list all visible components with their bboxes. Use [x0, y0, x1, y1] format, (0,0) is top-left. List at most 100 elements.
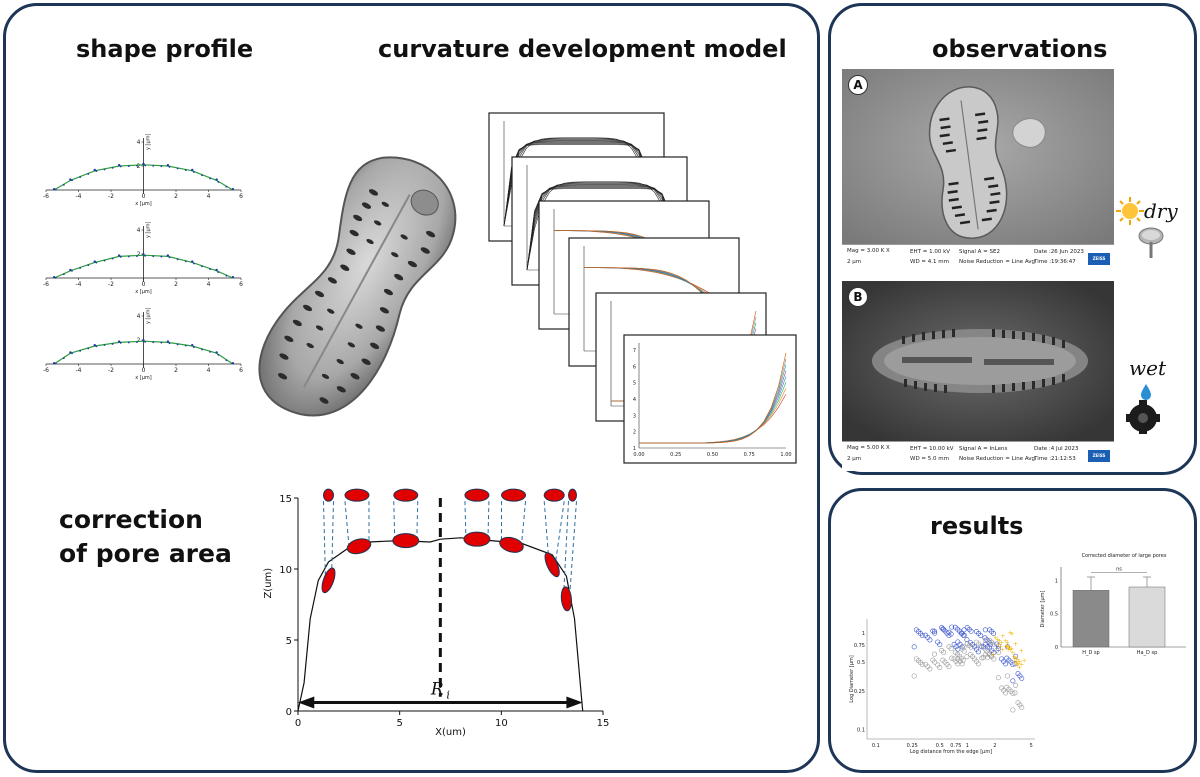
profile-point [176, 167, 179, 170]
scatter-point [939, 648, 945, 654]
profile-point [127, 255, 130, 258]
sem-a-mag: Mag = 3.00 K X [847, 248, 890, 254]
zeiss-logo: ZEISS [1088, 450, 1110, 462]
x-axis-label: x [µm] [135, 289, 152, 295]
scatter-x-tick-label: 0.1 [872, 743, 880, 749]
profile-point [103, 259, 106, 262]
curvature-series-line [503, 137, 655, 227]
profile-point [176, 343, 179, 346]
scatter-point [996, 643, 1002, 649]
radius-arrow-head-left [298, 696, 315, 709]
pore-x-tick-label: 5 [396, 718, 402, 729]
surface-pore [560, 586, 572, 612]
scatter-point [1013, 682, 1019, 688]
curvature-series-line [526, 185, 678, 271]
scatter-point: + [1019, 648, 1024, 655]
scatter-point [973, 658, 979, 664]
y-tick-label: 2 [137, 163, 141, 170]
profile-point [191, 168, 194, 172]
profile-point [93, 344, 96, 347]
projection-line [416, 501, 419, 541]
scatter-point [949, 624, 955, 630]
profile-point [192, 262, 195, 265]
profile-point [52, 188, 56, 191]
projected-pore [501, 488, 527, 502]
x-tick-label: 6 [239, 193, 243, 200]
curvature-y-tick-label: 2 [633, 430, 636, 436]
scatter-point [960, 657, 966, 663]
profile-point [62, 357, 65, 360]
scatter-point: + [1004, 643, 1009, 650]
profile-point [136, 341, 138, 344]
bar-y-axis-label: Diameter [µm] [1040, 591, 1046, 628]
scatter-point [931, 651, 937, 657]
bar [1128, 586, 1166, 648]
scatter-point [941, 649, 947, 655]
curvature-series-line [526, 187, 678, 271]
scatter-x-tick-label: 0.25 [907, 743, 918, 749]
pore-x-tick-label: 15 [597, 718, 610, 729]
scatter-point [1010, 707, 1016, 713]
sem-a-eht: EHT = 1.00 kV [910, 249, 951, 255]
profile-point [168, 342, 171, 345]
scatter-point: + [1012, 656, 1017, 663]
scatter-point: + [1017, 665, 1022, 672]
scatter-point [996, 649, 1002, 655]
profile-point [119, 256, 122, 258]
profile-point [54, 188, 57, 191]
profile-point [127, 341, 130, 344]
observations-title: observations [932, 35, 1108, 63]
profile-point [127, 165, 130, 168]
profile-point [119, 342, 122, 344]
profile-point [119, 165, 122, 168]
sem-b-time: Time :21:12:53 [1034, 456, 1076, 462]
sem-b-noise: Noise Reduction = Line Avg [959, 456, 1036, 462]
scatter-point: + [1004, 644, 1009, 651]
scatter-y-tick-label: 1 [862, 631, 865, 637]
scatter-point: + [997, 638, 1002, 645]
y-axis-label: y [µm] [146, 221, 152, 238]
sem-b-mag: Mag = 5.00 K X [847, 445, 890, 451]
x-axis-label: x [µm] [135, 375, 152, 381]
water-drop-icon [1141, 384, 1151, 400]
scatter-point: + [1017, 659, 1022, 666]
sem-a-wd: WD = 4.1 mm [910, 259, 949, 265]
curvature-series-line [503, 143, 655, 227]
diatom-frustule-image [258, 156, 457, 417]
profile-point [71, 352, 73, 355]
scatter-point [1004, 673, 1010, 679]
scatter-point: + [995, 636, 1000, 643]
scatter-point [975, 661, 981, 667]
sem-image-a: A Mag = 3.00 K X 2 µm EHT = 1.00 kV WD =… [842, 69, 1114, 275]
projection-line [487, 501, 490, 540]
scatter-point [932, 659, 938, 665]
profile-point [71, 179, 73, 182]
scatter-point [919, 662, 925, 668]
profile-point [166, 340, 170, 343]
profile-point [192, 346, 195, 348]
projected-pore [344, 488, 370, 502]
scatter-point [911, 673, 917, 679]
profile-point [166, 254, 170, 257]
y-tick-label: 4 [137, 313, 141, 320]
sem-a-noise: Noise Reduction = Line Avg [959, 259, 1036, 265]
profile-point [93, 260, 96, 263]
scatter-point: + [996, 642, 1001, 649]
profile-point [144, 340, 147, 343]
profile-point [95, 261, 98, 264]
scatter-point: + [1000, 633, 1005, 640]
y-axis-label: y [µm] [146, 307, 152, 324]
x-tick-label: -2 [108, 193, 114, 200]
scatter-point [1003, 661, 1009, 667]
profile-point [52, 276, 56, 279]
profile-point [231, 188, 235, 191]
projection-line [344, 501, 350, 547]
scatter-point: + [1013, 641, 1018, 648]
scatter-point [966, 626, 972, 632]
results-title: results [930, 512, 1024, 540]
scatter-point: + [993, 635, 998, 642]
scatter-point [919, 632, 925, 638]
profile-point [209, 350, 212, 353]
projection-line [543, 501, 550, 565]
